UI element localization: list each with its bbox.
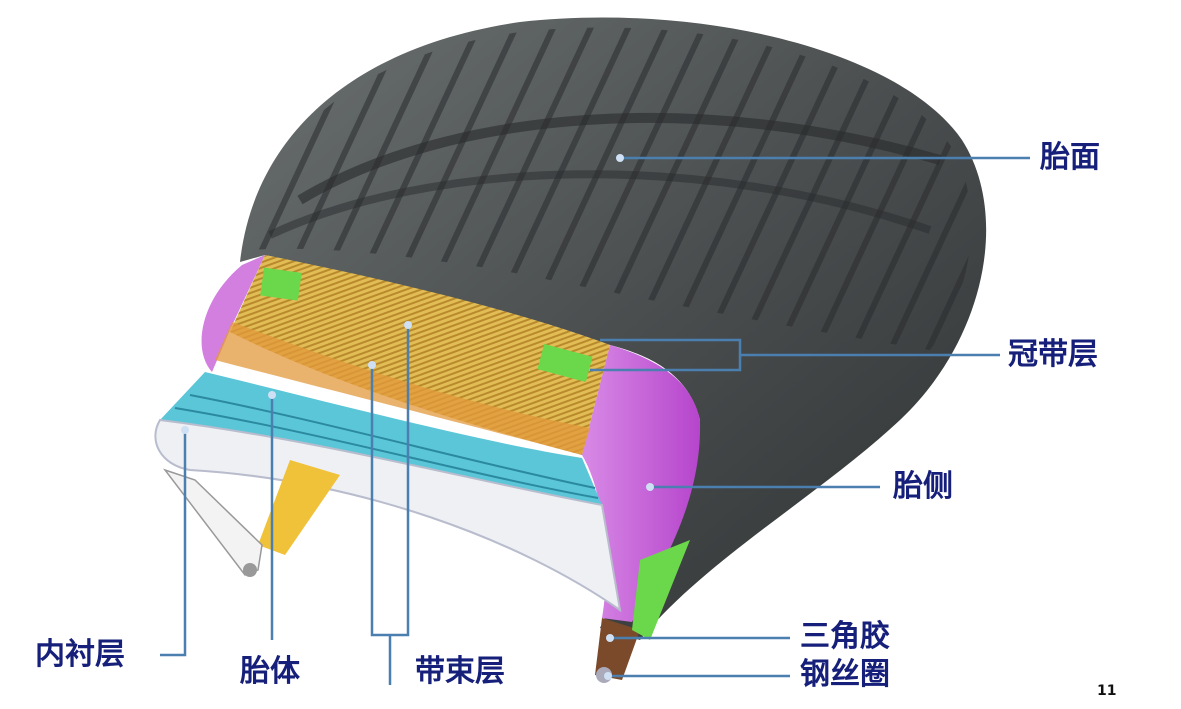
leader-lines (160, 156, 1030, 685)
label-apex: 三角胶 (800, 619, 890, 654)
label-carcass: 胎体 (240, 654, 300, 689)
label-tread: 胎面 (1040, 140, 1100, 175)
label-bead-wire: 钢丝圈 (800, 657, 890, 692)
belt-layer (230, 255, 610, 455)
sidewall-right (582, 345, 701, 622)
label-cap-ply: 冠带层 (1008, 337, 1098, 372)
label-belt: 带束层 (415, 654, 505, 689)
label-sidewall: 胎侧 (893, 469, 953, 504)
page-number: 11 (1097, 683, 1117, 699)
sidewall-left (201, 255, 265, 372)
right-bead (595, 618, 640, 680)
left-bead-apex (258, 460, 340, 555)
tread-grooves (250, 27, 972, 351)
label-inner-liner: 内衬层 (35, 637, 125, 672)
